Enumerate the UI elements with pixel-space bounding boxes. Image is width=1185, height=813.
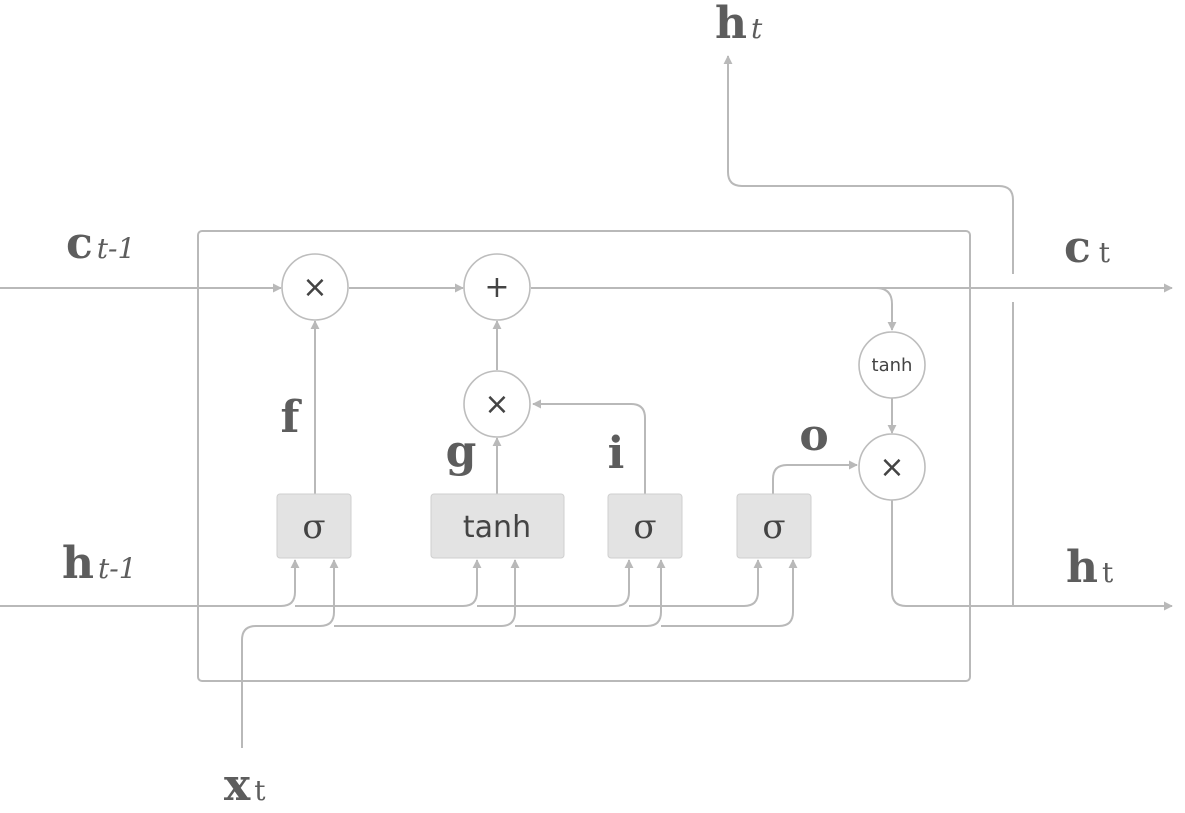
h-prev-bus-line	[0, 559, 300, 607]
x-bus-line	[241, 559, 339, 748]
cell-frame	[197, 230, 971, 682]
h-bus-3	[629, 559, 763, 607]
forget-mult-node	[281, 253, 349, 321]
candidate-gate-box	[430, 493, 565, 559]
cell-tanh-node	[858, 331, 926, 399]
output-mult-symbol: ×	[879, 450, 904, 485]
cell-add-node	[463, 253, 531, 321]
candidate-gate-label: tanh	[463, 510, 531, 545]
output-mult-node	[858, 433, 926, 501]
forget-gate-box	[276, 493, 352, 559]
h-bus-1	[295, 559, 482, 607]
x-bus-3	[661, 559, 798, 627]
output-gate-label: σ	[762, 507, 785, 547]
forget-mult-symbol: ×	[302, 270, 327, 305]
forget-gate-label: σ	[302, 507, 325, 547]
h-out-line	[891, 500, 1173, 611]
output-gate-box	[736, 493, 812, 559]
i-line	[532, 399, 646, 494]
label-f: f	[281, 392, 303, 443]
input-mult-node	[463, 370, 531, 438]
x-bus-1	[334, 559, 520, 627]
label-g: g	[446, 426, 477, 477]
c-to-tanh-line	[875, 287, 897, 331]
o-line	[772, 460, 858, 494]
input-gate-box	[607, 493, 683, 559]
cell-add-symbol: +	[484, 270, 509, 305]
x-bus-2	[515, 559, 666, 627]
label-i: i	[608, 428, 625, 479]
input-gate-label: σ	[633, 507, 656, 547]
input-mult-symbol: ×	[484, 387, 509, 422]
h-up-upper-line	[723, 55, 1014, 274]
label-o: o	[799, 410, 828, 461]
h-bus-2	[477, 559, 634, 607]
cell-tanh-label: tanh	[872, 355, 913, 376]
